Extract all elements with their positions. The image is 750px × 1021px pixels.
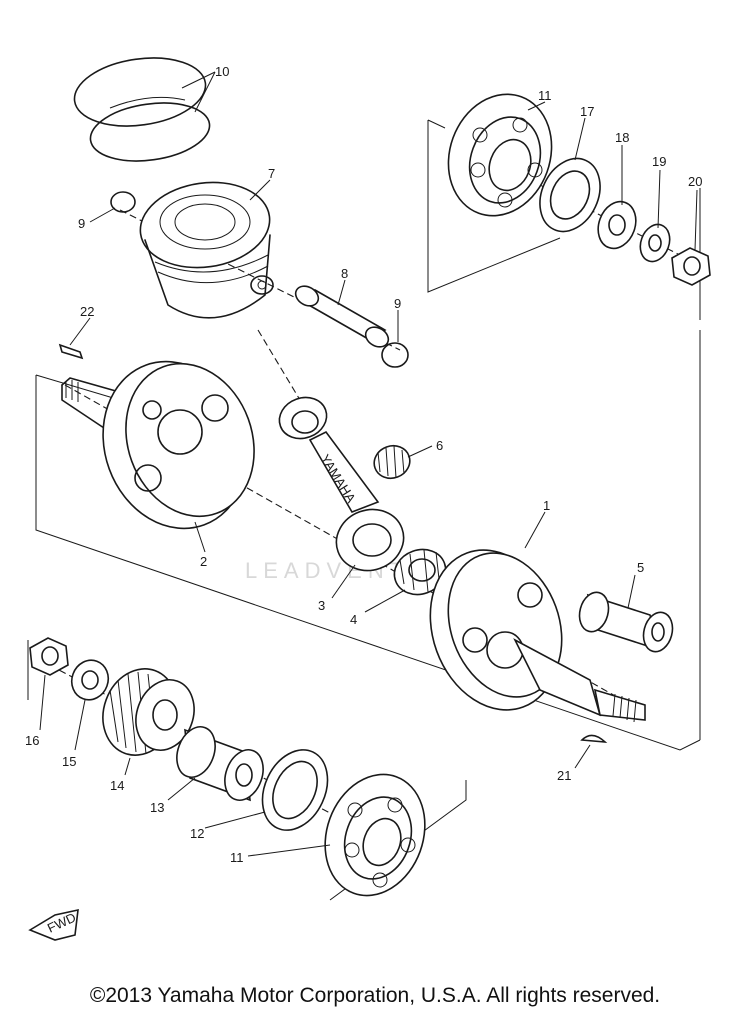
label-20: 20 [688,174,702,189]
bearing-bottom [324,773,426,897]
label-5: 5 [637,560,644,575]
label-15: 15 [62,754,76,769]
spacer-13 [176,726,264,802]
big-end-bearing [393,548,447,596]
label-18: 18 [615,130,629,145]
small-end-bearing [373,444,411,480]
connecting-rod: YAMAHA [278,396,405,572]
label-11-top: 11 [538,88,552,103]
crank-wheel-right [429,549,646,723]
copyright-notice: ©2013 Yamaha Motor Corporation, U.S.A. A… [89,984,661,1007]
label-12: 12 [190,826,204,841]
label-9-right: 9 [394,296,401,311]
nut-16 [29,637,69,676]
label-4: 4 [350,612,357,627]
oil-seal-12 [261,749,329,831]
oil-seal-top [539,157,601,233]
spacer-5 [578,591,674,653]
label-8: 8 [341,266,348,281]
leader-lines [39,71,698,857]
label-6: 6 [436,438,443,453]
woodruff-key-22 [58,343,84,360]
nut-20 [671,247,711,286]
washer-18 [597,200,637,250]
label-11-bottom: 11 [230,850,244,865]
piston-pin [294,285,390,348]
label-3: 3 [318,598,325,613]
label-22: 22 [80,304,94,319]
label-19: 19 [652,154,666,169]
label-17: 17 [580,104,594,119]
circlip-right [381,342,409,368]
crankshaft-piston-exploded-diagram: LEADVENTURE [25,57,711,941]
bearing-top [447,93,553,217]
label-9-left: 9 [78,216,85,231]
callout-labels: 10 7 9 8 9 22 11 17 18 19 20 6 1 2 3 4 5… [25,64,702,865]
label-21: 21 [557,768,571,783]
primary-gear-14 [102,668,195,756]
label-2: 2 [200,554,207,569]
label-10: 10 [215,64,229,79]
label-16: 16 [25,733,39,748]
woodruff-key-21 [580,734,608,743]
label-7: 7 [268,166,275,181]
washer-15 [70,659,110,701]
lock-washer-19 [639,223,671,263]
label-14: 14 [110,778,124,793]
forward-arrow-icon: FWD [28,908,79,941]
label-1: 1 [543,498,550,513]
label-13: 13 [150,800,164,815]
crank-wheel-left [61,360,255,530]
piston-rings [73,57,211,162]
circlip-left [110,191,136,213]
piston [139,181,274,319]
